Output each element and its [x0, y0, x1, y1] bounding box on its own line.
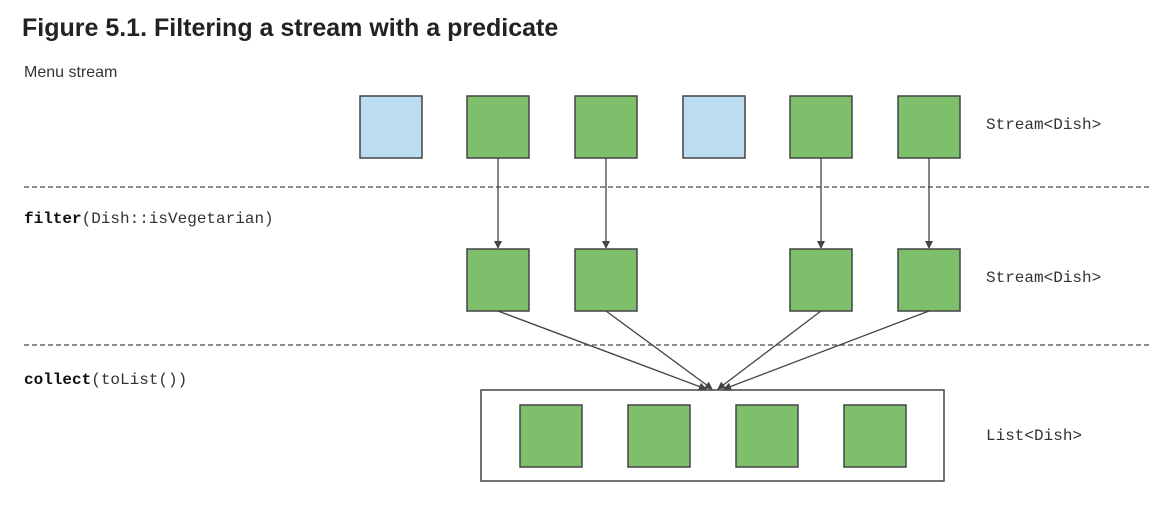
filter-operation-label: filter(Dish::isVegetarian) [24, 210, 274, 228]
collect-arrow [717, 310, 822, 390]
dish-box-non-vegetarian [682, 95, 746, 159]
collect-operation-label: collect(toList()) [24, 371, 187, 389]
filtered-dish-box [897, 248, 961, 312]
stage1-type-label: Stream<Dish> [986, 116, 1102, 134]
collect-argument: (toList()) [91, 371, 188, 389]
filter-keyword: filter [24, 210, 82, 228]
dish-box-vegetarian [574, 95, 638, 159]
filter-argument: (Dish::isVegetarian) [81, 210, 274, 228]
filtered-dish-box [574, 248, 638, 312]
dish-box-vegetarian [466, 95, 530, 159]
list-dish-box [843, 404, 907, 468]
collect-arrow [605, 310, 713, 390]
list-dish-box [519, 404, 583, 468]
collect-arrow [723, 310, 930, 391]
menu-stream-label: Menu stream [24, 64, 118, 81]
dish-boxes [359, 95, 961, 468]
list-dish-box [627, 404, 691, 468]
list-dish-box [735, 404, 799, 468]
collect-keyword: collect [24, 371, 92, 389]
list-container-box [480, 389, 945, 482]
flow-arrows [494, 158, 933, 391]
filtered-dish-box [789, 248, 853, 312]
stage3-type-label: List<Dish> [986, 427, 1083, 445]
filtered-dish-box [466, 248, 530, 312]
dish-box-vegetarian [897, 95, 961, 159]
figure-title: Figure 5.1. Filtering a stream with a pr… [22, 14, 559, 42]
dish-box-non-vegetarian [359, 95, 423, 159]
dish-box-vegetarian [789, 95, 853, 159]
collect-arrow [497, 310, 707, 391]
stage2-type-label: Stream<Dish> [986, 269, 1102, 287]
